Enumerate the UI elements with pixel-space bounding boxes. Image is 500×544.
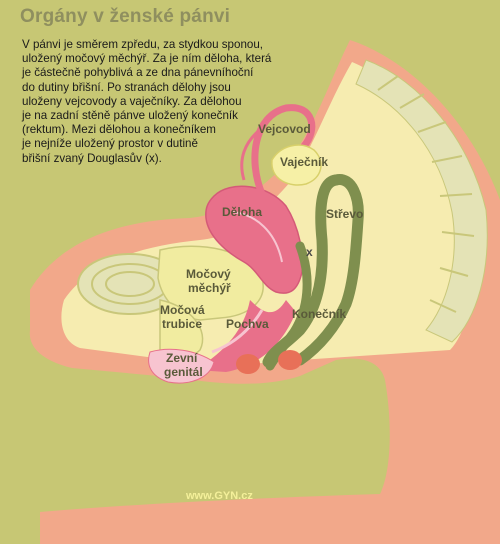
label-konecnik: Konečník — [292, 307, 346, 321]
label-mocova-trubice-line1: Močová — [160, 303, 205, 317]
label-vajecnik: Vaječník — [280, 155, 328, 169]
label-zevni-genital-line1: Zevní — [166, 351, 198, 365]
ovary — [271, 144, 322, 186]
uterus — [205, 185, 304, 294]
footer-link[interactable]: www.GYN.cz — [186, 490, 253, 502]
label-zevni-genital-line2: genitál — [164, 365, 203, 379]
anal-sphincter — [236, 350, 302, 374]
rectum — [265, 241, 312, 371]
label-mocovy-mechyr-line1: Močový — [186, 267, 231, 281]
label-strevo: Střevo — [326, 207, 363, 221]
pubic-bone — [77, 253, 183, 315]
label-douglas-x: x — [306, 245, 313, 259]
label-mocovy-mechyr-line2: měchýř — [188, 281, 231, 295]
intro-text: V pánvi je směrem zpředu, za stydkou spo… — [22, 38, 272, 165]
label-pochva: Pochva — [226, 317, 269, 331]
spine — [355, 59, 488, 343]
label-vejcovod: Vejcovod — [258, 122, 311, 136]
label-deloha: Děloha — [222, 205, 262, 219]
label-mocova-trubice-line2: trubice — [162, 317, 202, 331]
external-genitalia — [148, 348, 215, 384]
fallopian-tube — [251, 104, 316, 198]
vagina — [196, 300, 296, 372]
page-title: Orgány v ženské pánvi — [20, 6, 231, 27]
